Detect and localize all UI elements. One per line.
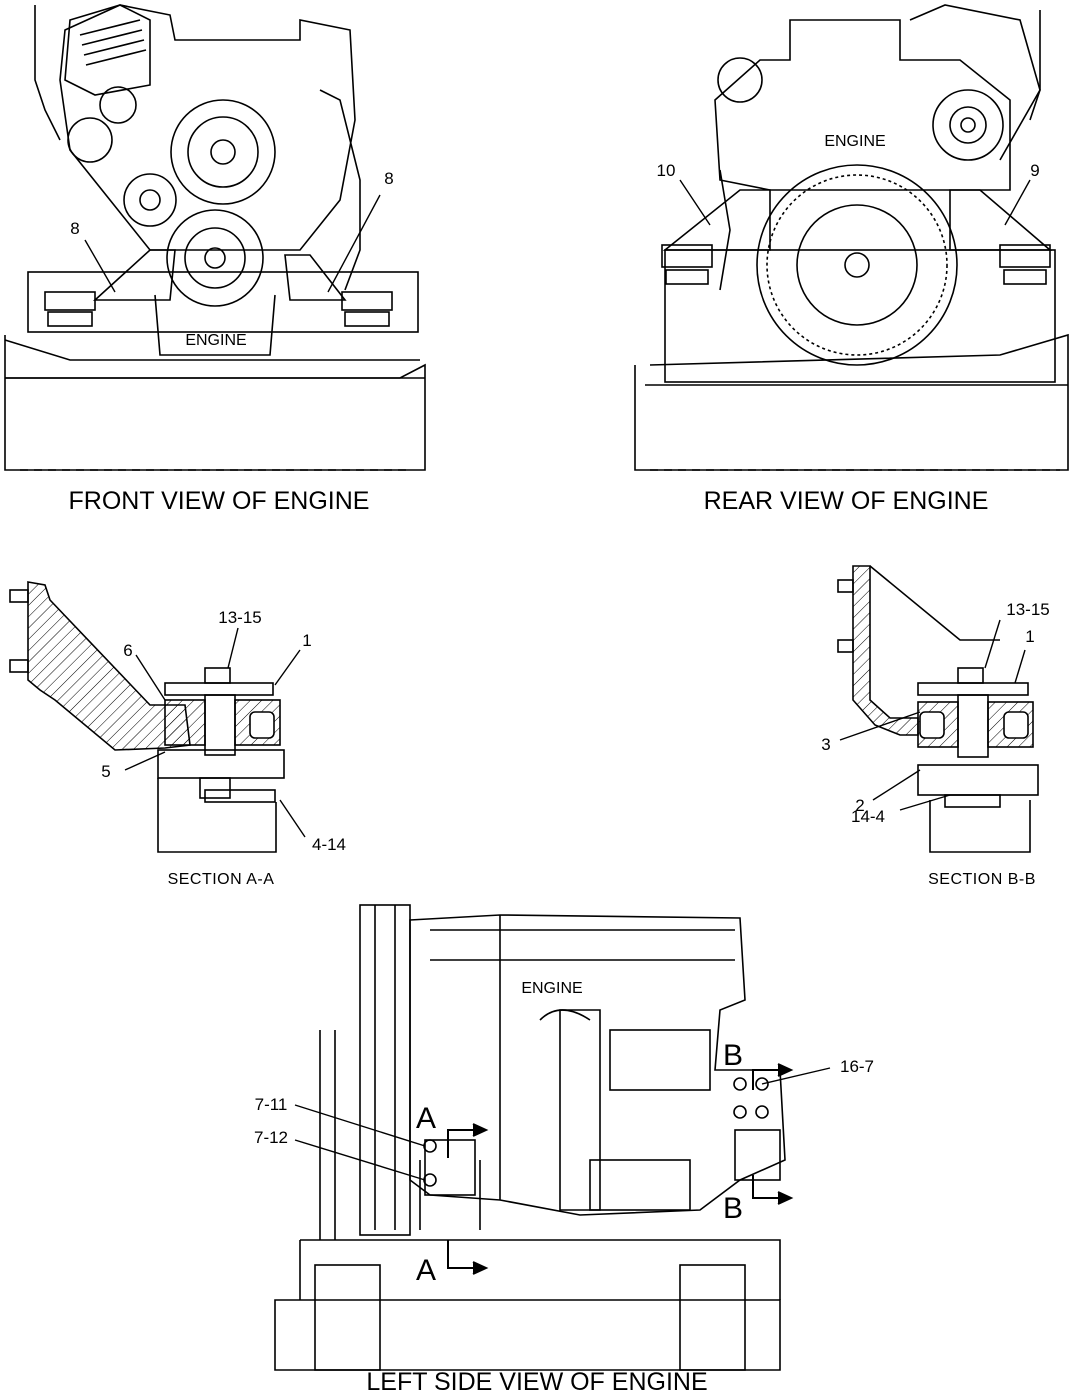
- leader-lines: [84, 179, 1031, 1181]
- front-engine-label: ENGINE: [185, 332, 246, 349]
- section-marker-a-bottom: A: [416, 1254, 436, 1287]
- front-callout-8-right: 8: [384, 169, 393, 188]
- rear-callout-10: 10: [657, 161, 676, 180]
- section-marker-a-top: A: [416, 1102, 436, 1135]
- section-marker-b-top: B: [723, 1039, 743, 1072]
- section-aa-callout-13-15: 13-15: [218, 608, 261, 627]
- section-bb-callout-2: 2: [855, 796, 864, 815]
- section-bb-callout-3: 3: [821, 735, 830, 754]
- left-callout-16-7: 16-7: [840, 1057, 874, 1076]
- left-side-view-caption: LEFT SIDE VIEW OF ENGINE: [366, 1368, 707, 1396]
- section-bb-callout-13-15: 13-15: [1006, 600, 1049, 619]
- section-bb-caption: SECTION B-B: [928, 871, 1036, 888]
- front-view-drawing: [4, 4, 426, 471]
- section-bb-callout-14-4: 14-4: [851, 807, 885, 826]
- left-side-view-drawing: [274, 904, 786, 1371]
- front-view-caption: FRONT VIEW OF ENGINE: [69, 487, 370, 515]
- section-aa-caption: SECTION A-A: [168, 871, 275, 888]
- section-aa-callout-1: 1: [302, 631, 311, 650]
- rear-view-caption: REAR VIEW OF ENGINE: [704, 487, 989, 515]
- section-aa-callout-5: 5: [101, 762, 110, 781]
- section-bb-drawing: [837, 565, 1039, 853]
- section-marker-b-bottom: B: [723, 1192, 743, 1225]
- front-callout-8-left: 8: [70, 219, 79, 238]
- section-cut-arrows: [447, 1063, 794, 1275]
- left-callout-7-12: 7-12: [254, 1128, 288, 1147]
- left-callout-7-11: 7-11: [255, 1095, 288, 1114]
- section-bb-callout-1: 1: [1025, 627, 1034, 646]
- section-aa-callout-6: 6: [123, 641, 132, 660]
- left-side-engine-label: ENGINE: [521, 980, 582, 997]
- rear-view-drawing: [634, 4, 1069, 471]
- rear-callout-9: 9: [1030, 161, 1039, 180]
- rear-engine-label: ENGINE: [824, 133, 885, 150]
- section-aa-drawing: [9, 581, 285, 853]
- section-aa-callout-4-14: 4-14: [312, 835, 346, 854]
